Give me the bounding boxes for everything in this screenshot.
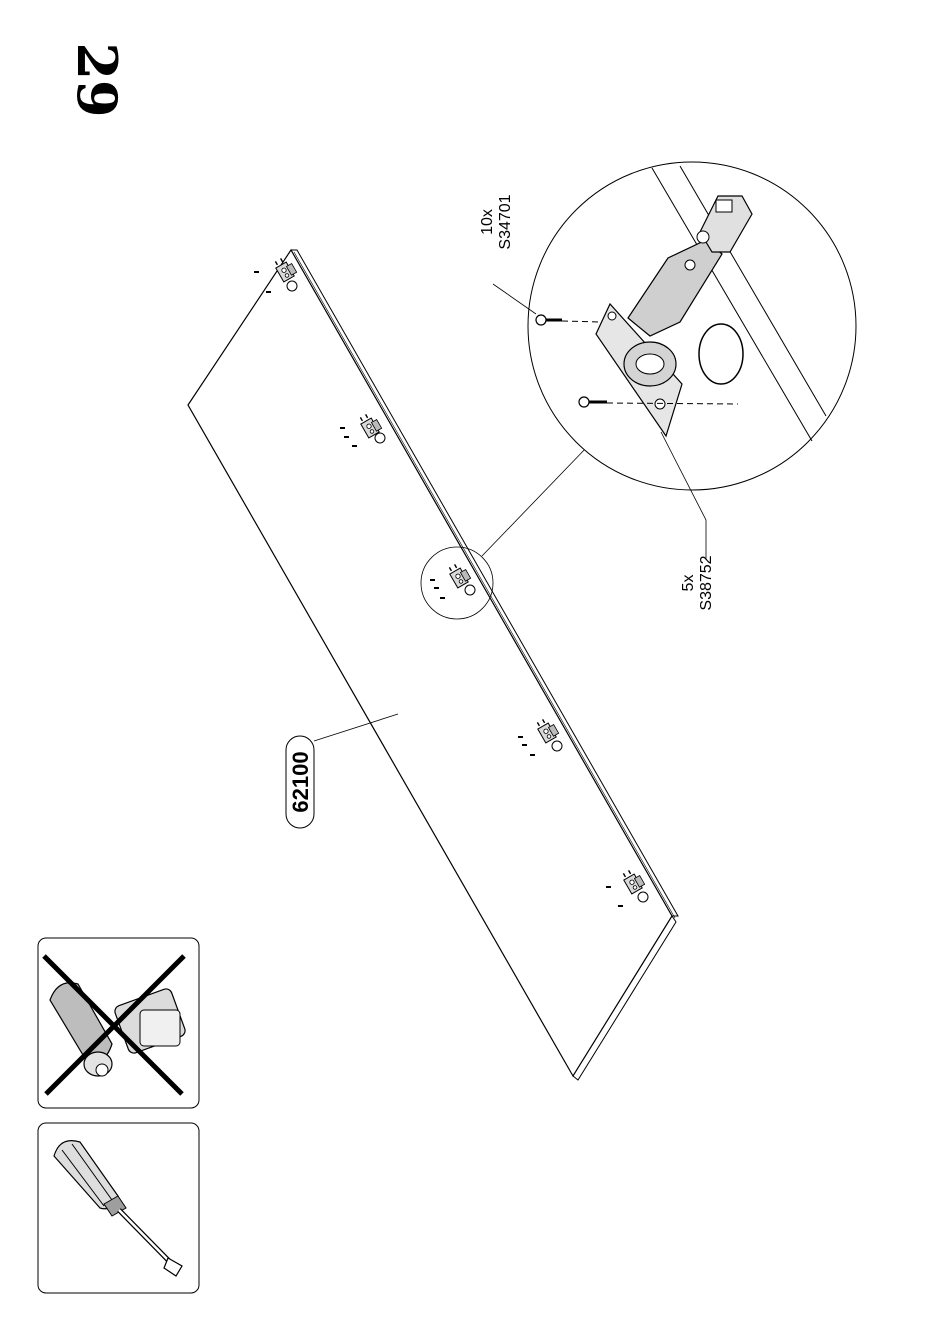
magnifier-connector xyxy=(482,446,588,556)
cup-hole-4 xyxy=(552,741,562,751)
screw-quantity: 10x xyxy=(479,209,496,235)
screw-code: S34701 xyxy=(497,194,514,249)
screw-callout: 10x S34701 xyxy=(479,194,514,249)
svg-text:62100: 62100 xyxy=(288,751,313,812)
screw-callout-leader xyxy=(493,284,536,314)
cup-hole-2 xyxy=(375,433,385,443)
screwdriver-box xyxy=(38,1123,199,1293)
step-number: 29 xyxy=(65,42,129,117)
hinge-code: S38752 xyxy=(698,555,715,610)
cup-hole-3 xyxy=(465,585,475,595)
cup-hole-1 xyxy=(287,281,297,291)
hinge-callout: 5x S38752 xyxy=(680,555,715,610)
hinge-detail xyxy=(528,162,856,490)
no-power-drill-box xyxy=(38,938,199,1108)
part-code-badge: 62100 xyxy=(286,736,314,828)
svg-text:29: 29 xyxy=(65,42,129,117)
hinge-quantity: 5x xyxy=(680,575,697,592)
cup-hole-5 xyxy=(638,892,648,902)
